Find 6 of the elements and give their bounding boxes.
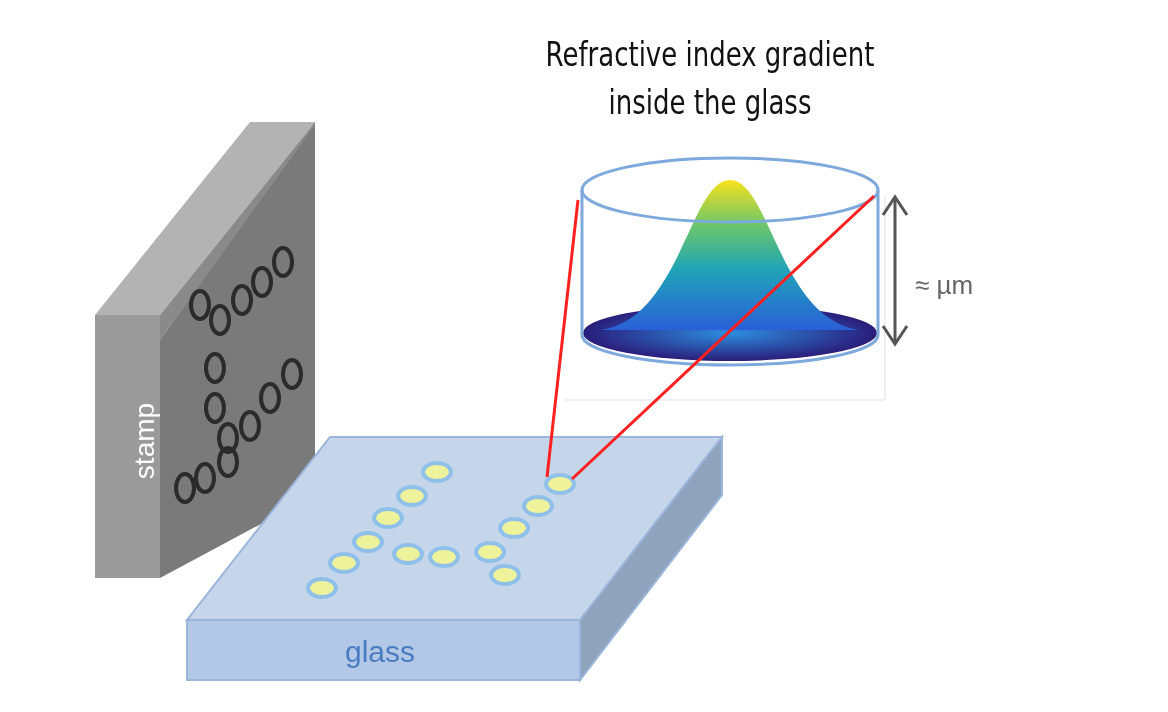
zoom-line [570,194,876,481]
stamp-label: stamp [129,401,161,482]
glass-label: glass [343,635,416,669]
dimension-label: ≈ µm [915,270,974,301]
inset-title: Refractive index gradient inside the glass [544,33,876,124]
zoom-line [545,199,580,478]
